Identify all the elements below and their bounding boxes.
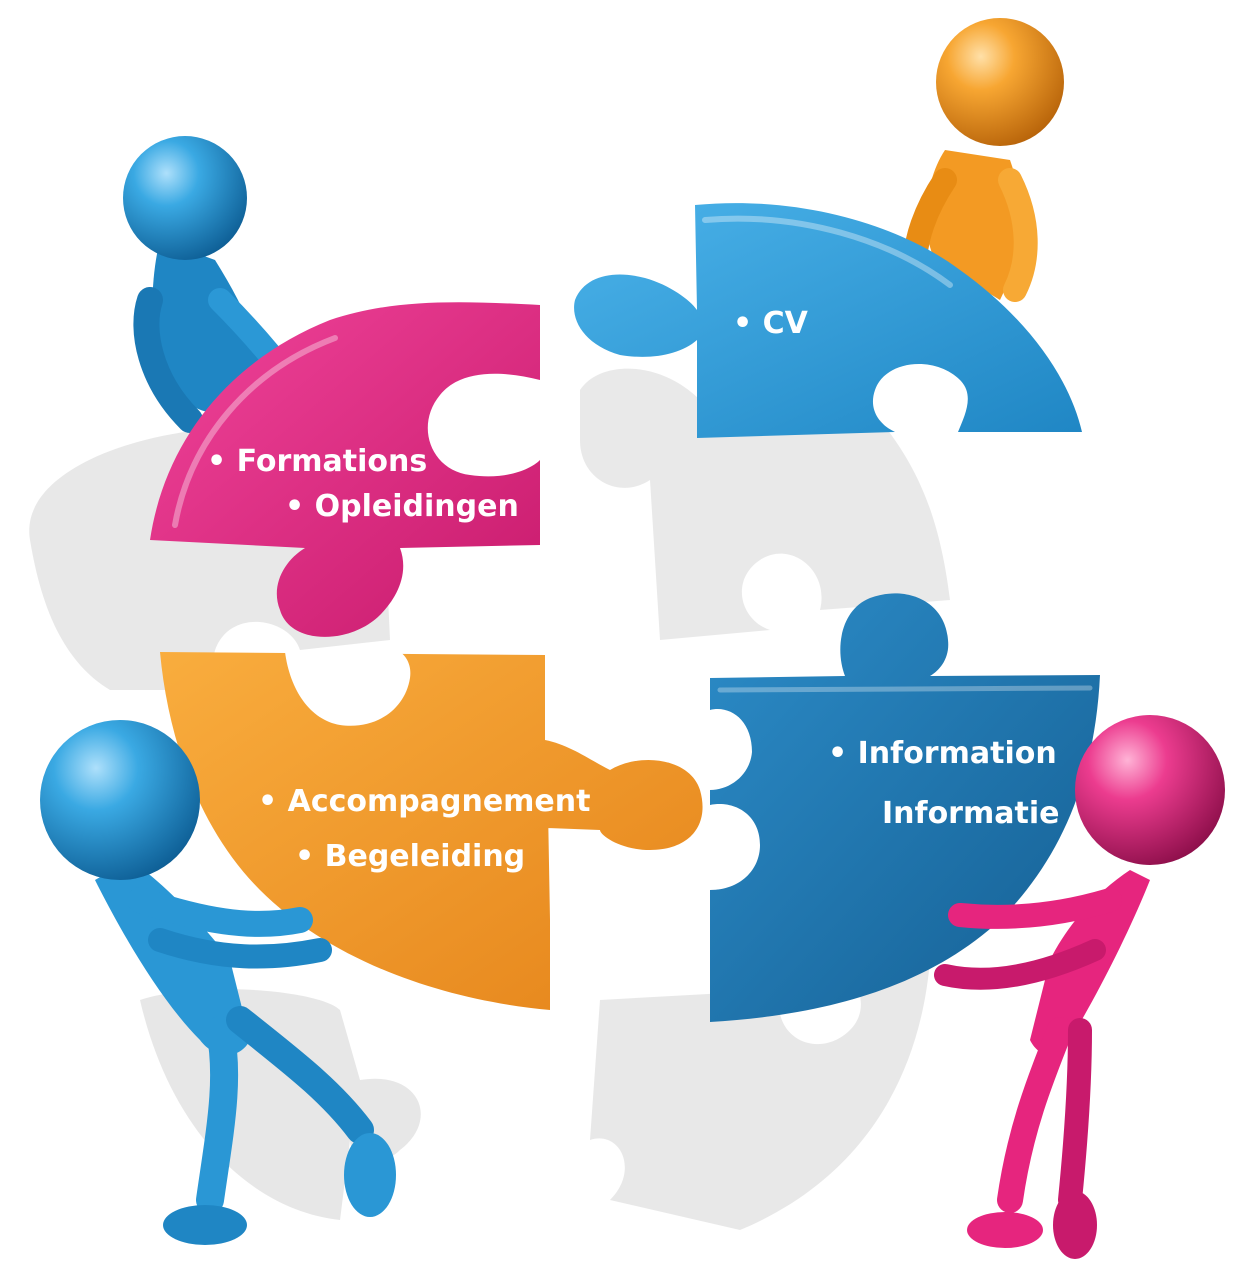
figure-foot <box>344 1133 396 1217</box>
figure-leg <box>997 1017 1073 1213</box>
figure-head <box>40 720 200 880</box>
figure-arm <box>148 928 332 969</box>
figure-head <box>123 136 247 260</box>
figure-magenta-bottom-right <box>934 715 1225 1259</box>
piece-information-informatie: • Information Informatie <box>710 593 1100 1022</box>
figure-head <box>1075 715 1225 865</box>
shadow-piece-bottom-right <box>590 960 930 1230</box>
piece-label: Informatie <box>882 796 1059 831</box>
figure-foot <box>163 1205 247 1245</box>
piece-highlight <box>717 685 1093 693</box>
piece-label: • CV <box>733 306 809 341</box>
figure-leg <box>1058 1018 1092 1212</box>
piece-highlight <box>172 335 338 528</box>
piece-cv: • CV <box>574 203 1082 438</box>
piece-highlight <box>702 215 953 288</box>
figure-arm <box>998 168 1038 302</box>
piece-shape <box>150 302 540 637</box>
figure-blue-bottom-left <box>40 720 396 1245</box>
figure-foot <box>967 1212 1043 1248</box>
figure-arm <box>934 939 1106 990</box>
figure-arm <box>948 888 1122 929</box>
piece-notch <box>285 652 411 726</box>
figure-arm <box>127 887 313 937</box>
piece-label: • Formations <box>207 444 427 479</box>
piece-label: • Information <box>828 736 1057 771</box>
figure-blue-top-left <box>123 136 302 433</box>
piece-label: • Accompagnement <box>258 784 590 819</box>
piece-shape <box>574 203 1082 438</box>
figure-head <box>936 18 1064 146</box>
shadow-piece-center <box>580 368 950 640</box>
piece-label: • Begeleiding <box>295 839 525 874</box>
figure-leg <box>196 1016 239 1214</box>
figure-arm <box>133 287 203 433</box>
figure-body <box>152 240 265 413</box>
figure-leg <box>226 1006 374 1144</box>
piece-formations-opleidingen: • Formations • Opleidingen <box>150 302 540 637</box>
figure-foot <box>1053 1191 1097 1259</box>
piece-label: • Opleidingen <box>285 489 519 524</box>
